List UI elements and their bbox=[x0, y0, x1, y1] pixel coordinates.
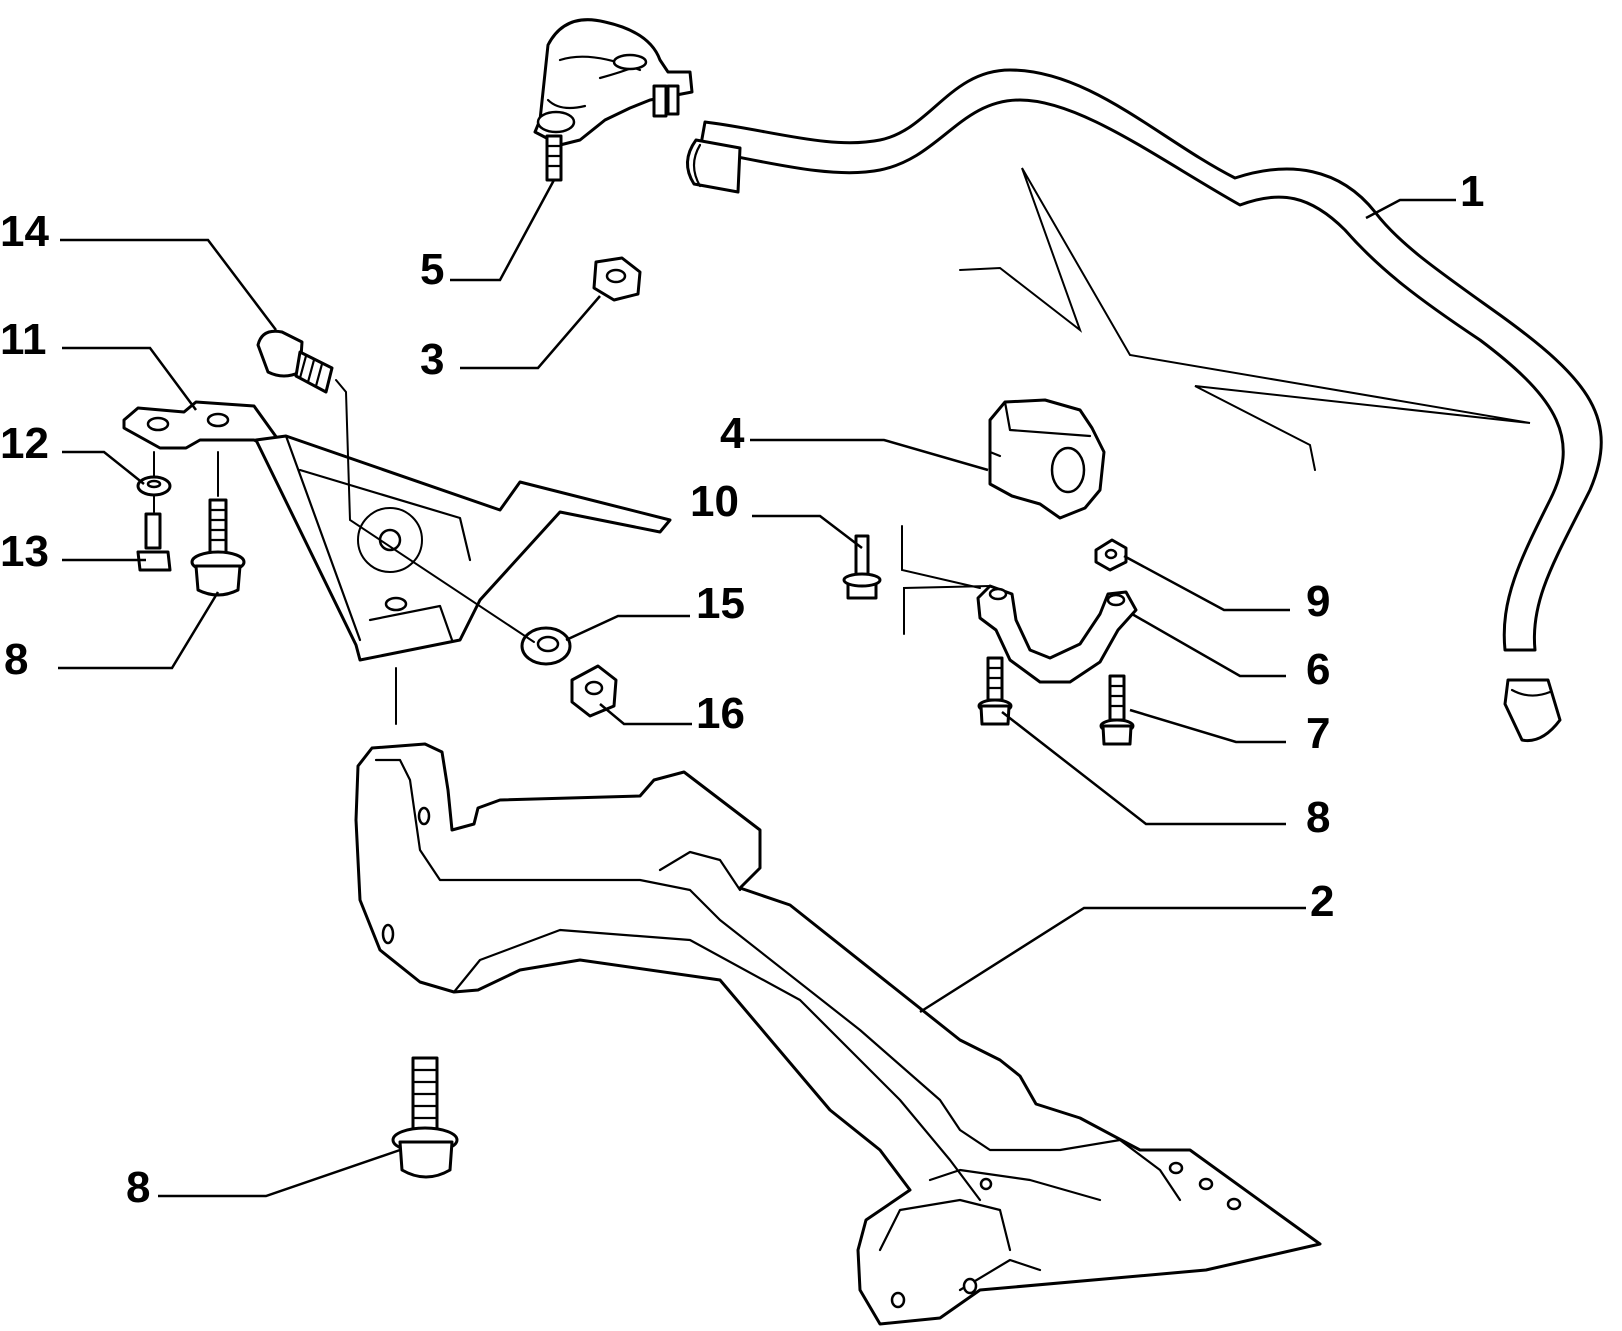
callout-11: 11 bbox=[0, 315, 47, 364]
leader-11 bbox=[62, 346, 198, 411]
nut-3 bbox=[592, 256, 642, 302]
leader-6 bbox=[1131, 612, 1286, 678]
callout-8-left: 8 bbox=[4, 635, 28, 684]
bolt-7 bbox=[1099, 674, 1135, 746]
leader-9 bbox=[1123, 554, 1290, 612]
bolt-13 bbox=[136, 512, 172, 572]
leader-14 bbox=[60, 238, 277, 331]
leader-15 bbox=[565, 614, 690, 642]
callout-8-mid: 8 bbox=[1306, 793, 1330, 842]
assembly-guide-lines bbox=[153, 379, 535, 725]
clamp-axis-lines bbox=[901, 525, 991, 635]
mounting-plane-lines bbox=[959, 167, 1531, 471]
callout-15: 15 bbox=[696, 579, 745, 628]
callout-5: 5 bbox=[420, 245, 444, 294]
leader-8-bottom bbox=[158, 1148, 401, 1198]
callout-7: 7 bbox=[1306, 709, 1330, 758]
leader-7 bbox=[1129, 708, 1286, 744]
leader-12 bbox=[62, 450, 145, 485]
callout-4: 4 bbox=[720, 409, 745, 458]
leader-5 bbox=[450, 179, 556, 282]
leader-8-mid bbox=[1001, 711, 1286, 826]
bolt-8-mid bbox=[977, 656, 1013, 726]
bracket-plate bbox=[122, 400, 284, 450]
leader-lines bbox=[58, 179, 1456, 1198]
upper-clamp bbox=[533, 18, 694, 182]
stabilizer-bar bbox=[686, 68, 1603, 743]
callout-10: 10 bbox=[690, 477, 739, 526]
leader-16 bbox=[599, 703, 692, 726]
callout-12: 12 bbox=[0, 419, 49, 468]
rubber-bushing bbox=[988, 398, 1106, 520]
washer-15 bbox=[520, 626, 572, 666]
callout-labels: 1 2 3 4 5 6 7 8 8 8 9 10 11 12 13 14 15 … bbox=[0, 167, 1484, 1212]
callout-13: 13 bbox=[0, 527, 49, 576]
callout-1: 1 bbox=[1460, 167, 1484, 216]
bolt-14 bbox=[256, 329, 334, 394]
leader-8-left bbox=[58, 591, 220, 670]
nut-16 bbox=[570, 664, 618, 718]
washer-12 bbox=[136, 475, 172, 497]
leader-1 bbox=[1365, 198, 1456, 220]
triangular-bracket bbox=[254, 434, 672, 662]
callout-16: 16 bbox=[696, 689, 745, 738]
stud-bolt-8-left bbox=[190, 498, 246, 597]
callout-3: 3 bbox=[420, 335, 444, 384]
leader-2 bbox=[919, 906, 1306, 1014]
callout-6: 6 bbox=[1306, 645, 1330, 694]
leader-10 bbox=[752, 514, 863, 549]
callout-8-bottom: 8 bbox=[126, 1163, 150, 1212]
bolt-10 bbox=[842, 534, 882, 600]
crossmember bbox=[354, 742, 1322, 1326]
flanged-bolt-8-bottom bbox=[391, 1056, 459, 1179]
leader-3 bbox=[460, 295, 601, 370]
leader-4 bbox=[750, 438, 989, 472]
callout-14: 14 bbox=[0, 207, 49, 256]
callout-9: 9 bbox=[1306, 577, 1330, 626]
lower-clamp bbox=[976, 584, 1138, 684]
nut-9 bbox=[1094, 538, 1128, 572]
callout-2: 2 bbox=[1310, 877, 1334, 926]
